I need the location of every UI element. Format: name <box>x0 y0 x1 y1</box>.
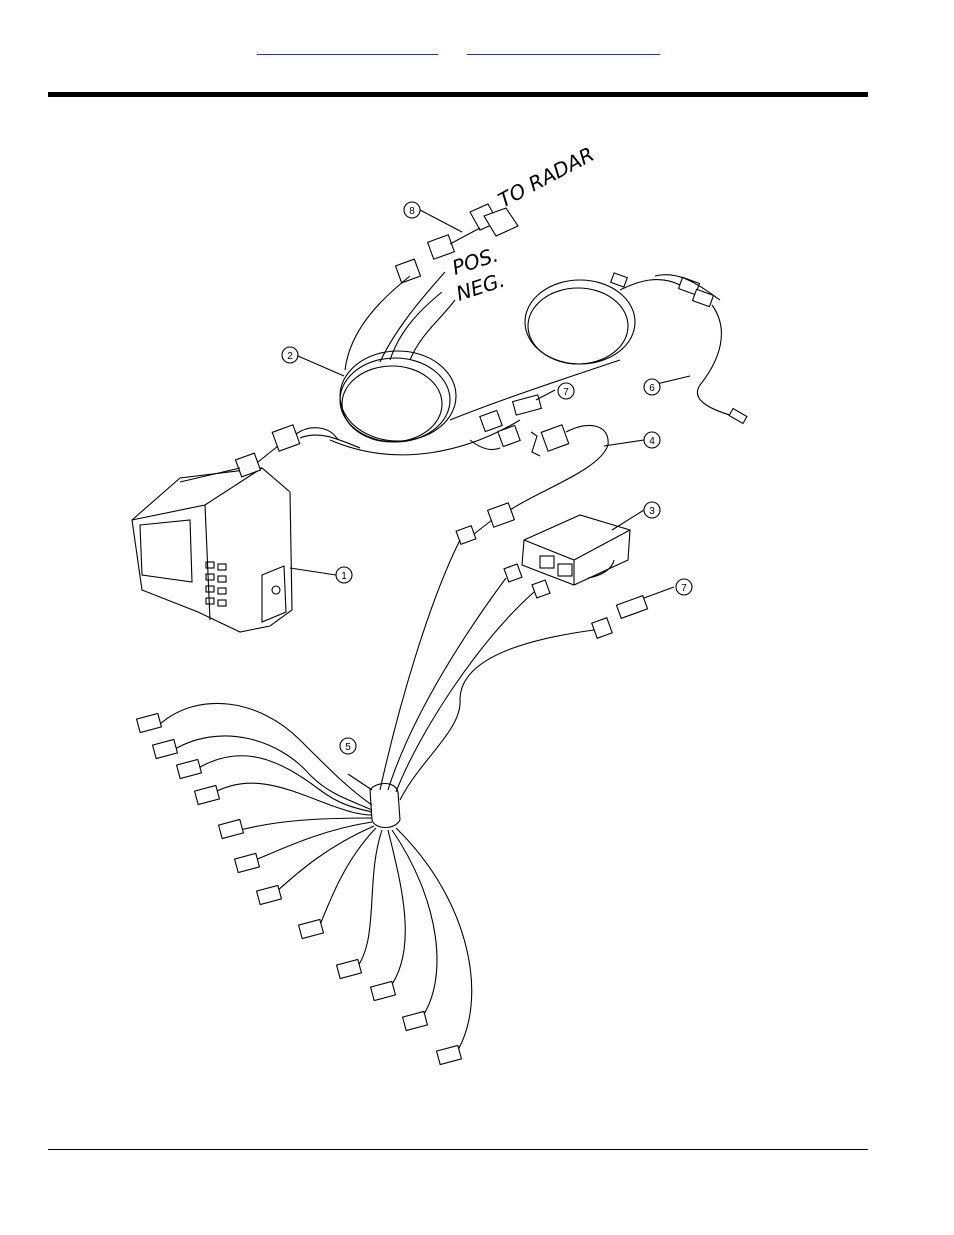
extension-harness <box>655 275 747 424</box>
callout-3: 3 <box>644 502 660 518</box>
callout-7-bottom: 7 <box>676 579 692 595</box>
footer-rule <box>48 1149 868 1150</box>
svg-text:3: 3 <box>649 506 655 517</box>
monitor-console <box>132 468 292 632</box>
svg-text:1: 1 <box>341 571 347 582</box>
svg-text:7: 7 <box>681 583 687 594</box>
svg-text:8: 8 <box>409 206 415 217</box>
callout-5: 5 <box>340 738 356 754</box>
harness-connectors <box>137 713 462 1064</box>
callout-6: 6 <box>644 379 660 395</box>
svg-text:4: 4 <box>649 436 655 447</box>
callout-1: 1 <box>336 567 352 583</box>
svg-text:7: 7 <box>563 387 569 398</box>
callout-2: 2 <box>282 347 298 363</box>
callout-4: 4 <box>644 432 660 448</box>
callout-8: 8 <box>404 202 420 218</box>
svg-text:2: 2 <box>287 351 293 362</box>
main-harness-coil <box>300 272 700 455</box>
svg-text:6: 6 <box>649 383 655 394</box>
svg-text:5: 5 <box>345 742 351 753</box>
callout-7-top: 7 <box>558 383 574 399</box>
to-radar-label: TO RADAR <box>494 142 598 212</box>
control-module <box>522 515 630 585</box>
